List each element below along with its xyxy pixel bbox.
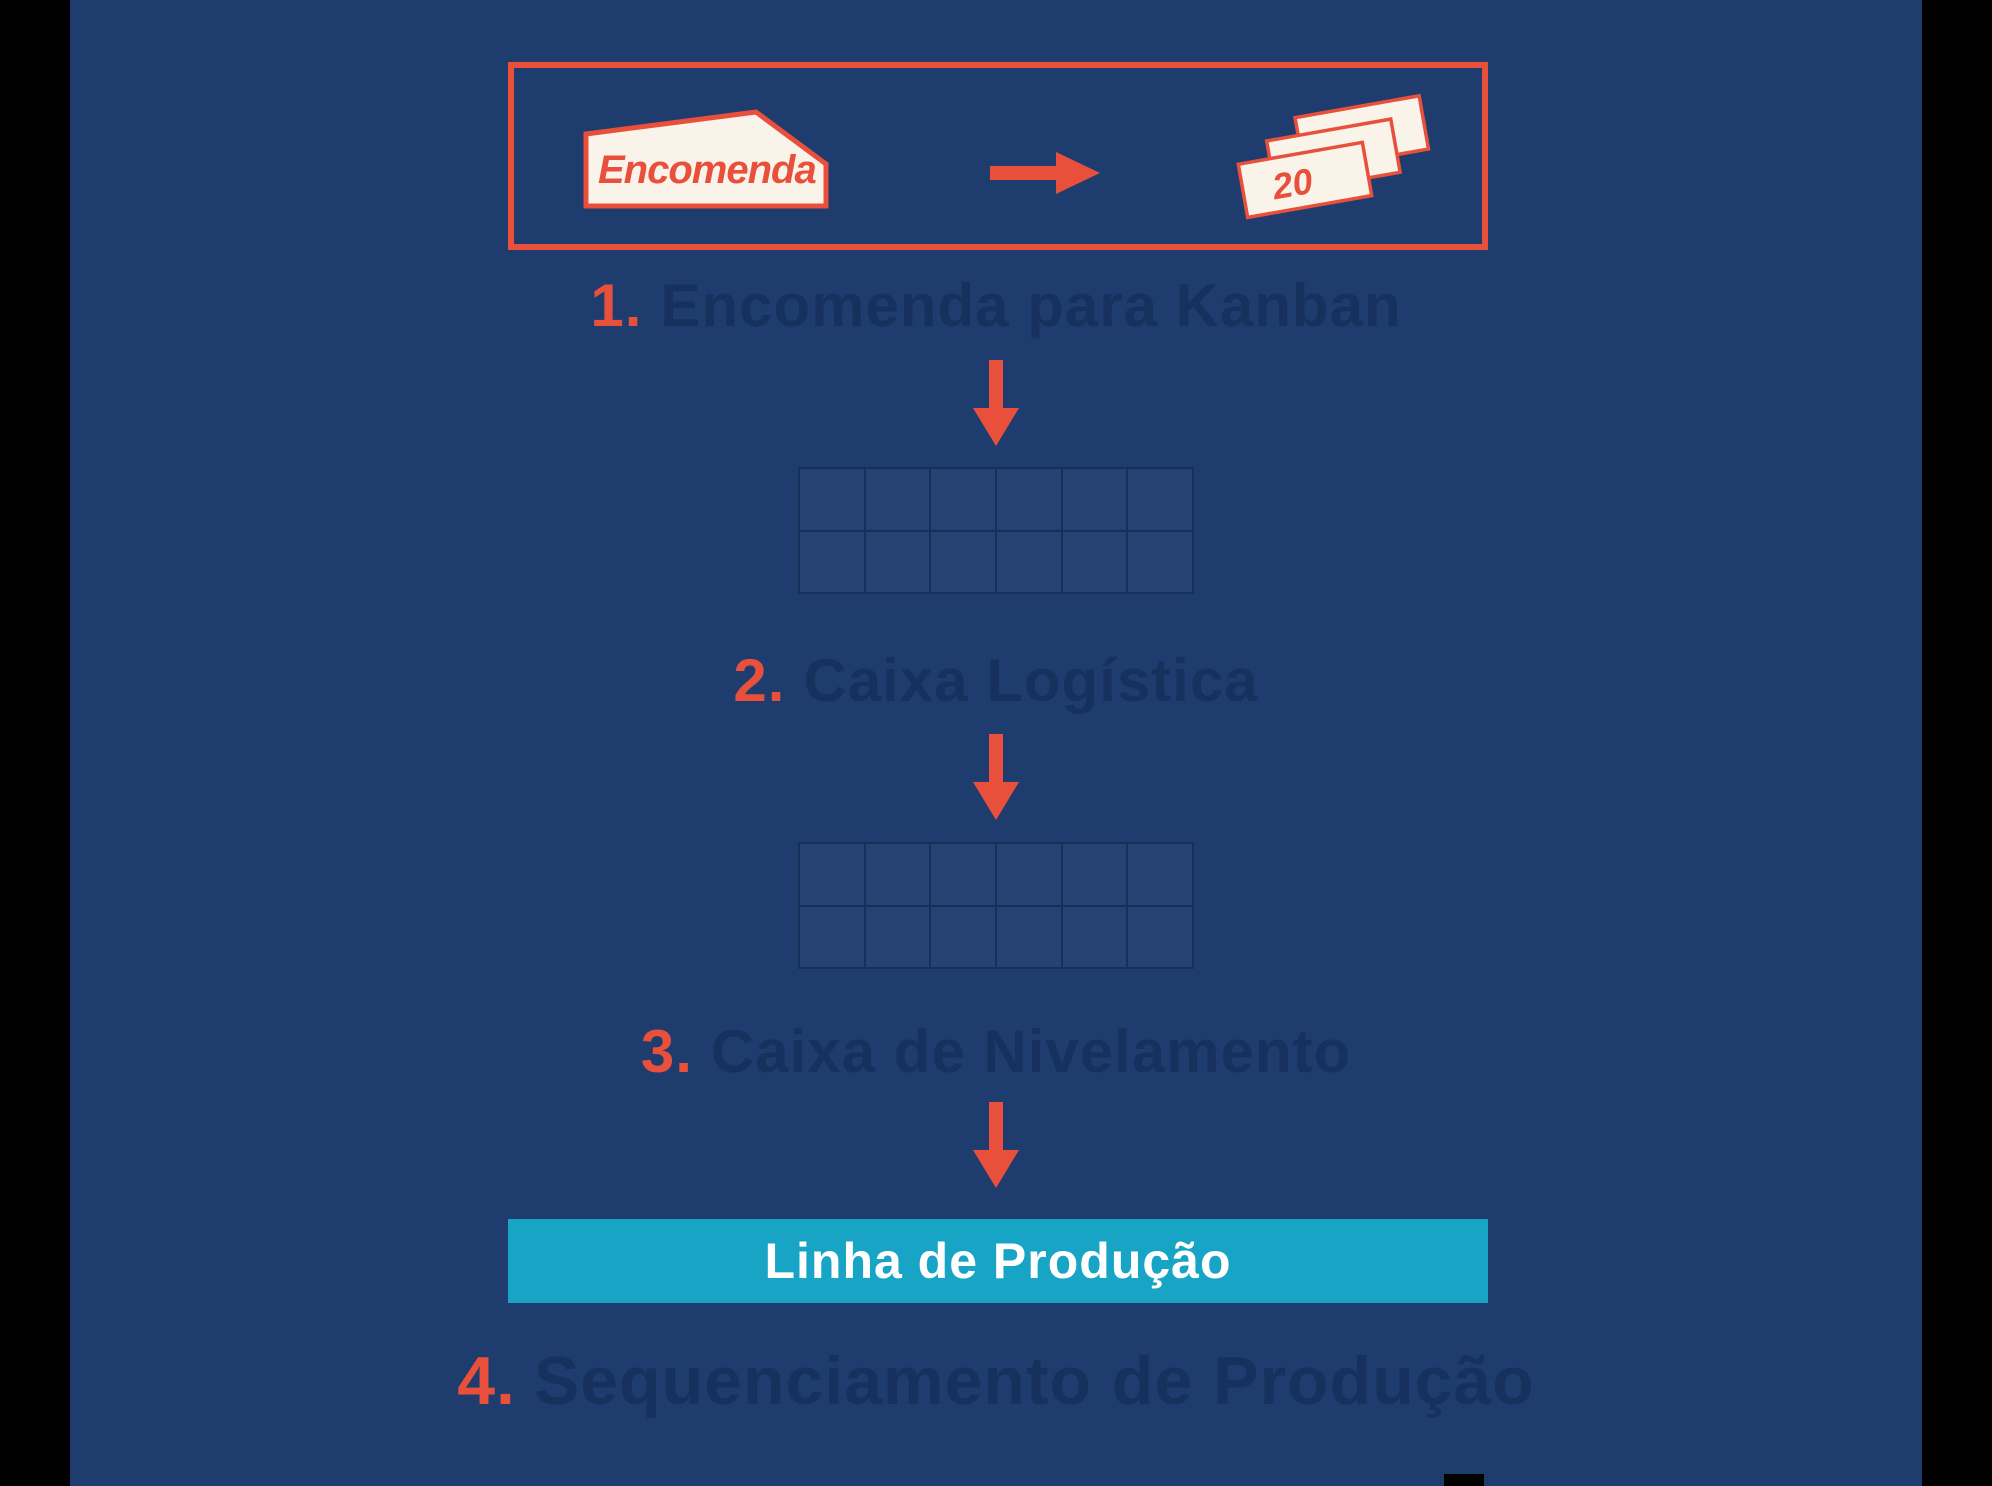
bottom-edge-notch xyxy=(1444,1474,1484,1486)
kanban-slot xyxy=(1128,531,1194,594)
kanban-slot xyxy=(1062,844,1129,907)
step-1-caption: 1. Encomenda para Kanban xyxy=(0,270,1992,342)
step-1-label: Encomenda para Kanban xyxy=(660,272,1402,339)
right-arrow-icon xyxy=(990,152,1100,194)
kanban-slot xyxy=(1062,469,1129,532)
caixa-logistica-grid xyxy=(798,467,1194,594)
step-3-number: 3. xyxy=(640,1018,693,1085)
down-arrow-icon xyxy=(973,734,1019,820)
kanban-slot xyxy=(1062,531,1129,594)
kanban-slot xyxy=(931,906,997,969)
kanban-slot xyxy=(800,531,866,594)
kanban-slot xyxy=(996,844,1063,907)
kanban-slot xyxy=(800,844,866,907)
kanban-slot xyxy=(1062,906,1129,969)
step-4-number: 4. xyxy=(457,1343,516,1419)
kanban-slot xyxy=(800,469,866,532)
caixa-nivelamento-grid xyxy=(798,842,1194,969)
down-arrow-icon xyxy=(973,1102,1019,1188)
kanban-slot xyxy=(865,906,932,969)
kanban-slot xyxy=(865,531,932,594)
kanban-slot xyxy=(931,469,997,532)
kanban-slot xyxy=(996,906,1063,969)
step-2-caption: 2. Caixa Logística xyxy=(0,645,1992,717)
kanban-cards-icon: 20 xyxy=(1236,93,1431,220)
step-2-label: Caixa Logística xyxy=(803,647,1259,714)
kanban-slot xyxy=(1128,906,1194,969)
kanban-slot xyxy=(996,469,1063,532)
step-2-number: 2. xyxy=(733,647,786,714)
kanban-slot xyxy=(800,906,866,969)
kanban-slot xyxy=(931,844,997,907)
step-4-label: Sequenciamento de Produção xyxy=(533,1343,1535,1419)
card-count: 20 xyxy=(1268,160,1316,208)
order-label: Encomenda xyxy=(598,148,817,192)
kanban-slot xyxy=(1128,469,1194,532)
kanban-slot xyxy=(996,531,1063,594)
step-1-number: 1. xyxy=(590,272,643,339)
order-tag-shape-icon xyxy=(583,109,829,209)
order-document-icon: Encomenda xyxy=(582,108,882,210)
kanban-slot xyxy=(865,469,932,532)
production-line-bar: Linha de Produção xyxy=(508,1219,1488,1303)
kanban-slot xyxy=(865,844,932,907)
kanban-slot xyxy=(931,531,997,594)
step-4-caption: 4.Sequenciamento de Produção xyxy=(0,1345,1992,1417)
kanban-slot xyxy=(1128,844,1194,907)
order-panel: Encomenda 20 xyxy=(508,62,1488,250)
production-line-label: Linha de Produção xyxy=(764,1233,1232,1289)
step-3-caption: 3. Caixa de Nivelamento xyxy=(0,1016,1992,1088)
down-arrow-icon xyxy=(973,360,1019,446)
step-3-label: Caixa de Nivelamento xyxy=(710,1018,1352,1085)
